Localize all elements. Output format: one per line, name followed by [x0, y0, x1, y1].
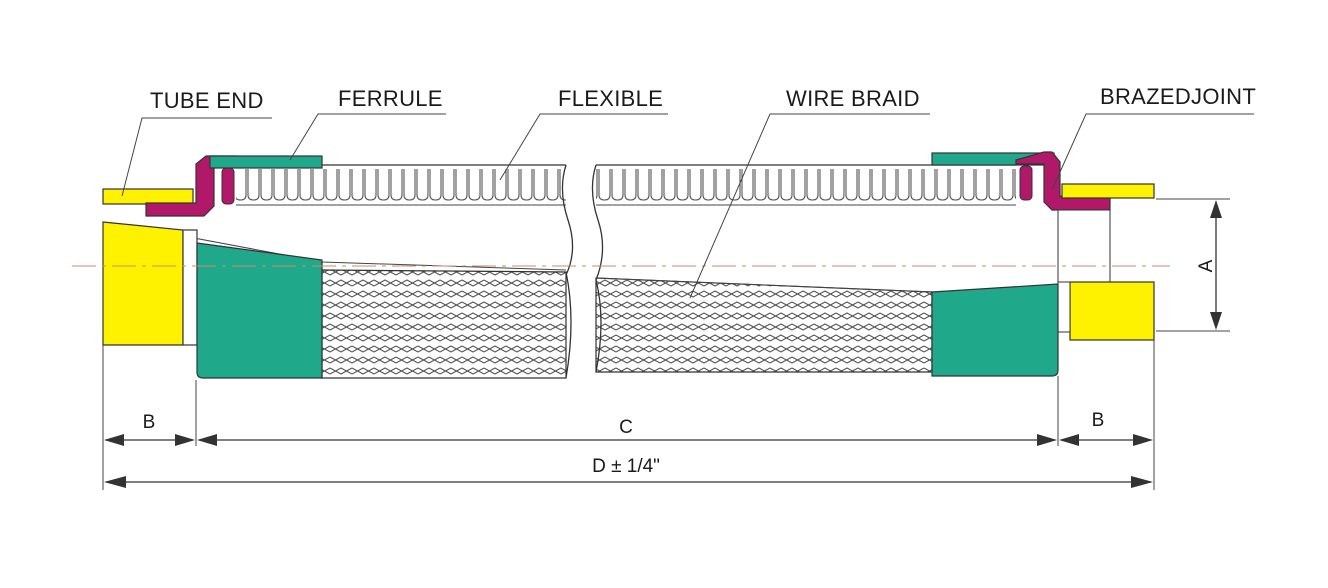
leader-wire-braid — [689, 113, 930, 299]
ferrule-right-bottom — [931, 283, 1059, 377]
dimension-b-left: B — [104, 412, 195, 446]
label-ferrule: FERRULE — [338, 86, 443, 111]
label-wire-braid: WIRE BRAID — [786, 86, 920, 111]
left-end-fitting — [102, 155, 323, 379]
tube-end-left-bottom — [102, 221, 184, 346]
corrugation-right — [596, 165, 1016, 205]
dim-c-arrow-l — [197, 434, 217, 446]
extension-lines — [102, 340, 1155, 490]
ferrule-left-top — [209, 155, 323, 169]
dimension-c: C — [197, 417, 1057, 446]
corrugation-left — [236, 165, 566, 205]
dimension-a: A — [1156, 198, 1230, 332]
dim-c-text: C — [619, 417, 633, 438]
dim-a-text: A — [1196, 259, 1217, 272]
braid-left — [321, 269, 567, 379]
break-line-right-bottom — [595, 279, 602, 373]
tube-end-left-top — [102, 188, 194, 205]
tube-end-right-bottom — [1069, 281, 1155, 341]
dim-b-right-arrow-l — [1059, 434, 1079, 446]
dim-b-right-text: B — [1092, 410, 1105, 431]
break-line-left-top — [561, 164, 574, 276]
dim-a-arrow-top — [1210, 200, 1222, 218]
taper-line-right — [595, 277, 933, 293]
leader-brazed-joint — [1051, 113, 1254, 191]
tube-inner-right — [1057, 209, 1111, 283]
dim-b-right-arrow-r — [1133, 434, 1153, 446]
dim-b-left-arrow-l — [104, 434, 124, 446]
dim-b-left-arrow-r — [175, 434, 195, 446]
flexible-hose — [236, 164, 1016, 206]
ferrule-left-bottom — [196, 242, 323, 379]
leader-tube-end — [121, 117, 272, 197]
dim-d-arrow-r — [1131, 476, 1153, 488]
break-line-right-top — [591, 164, 604, 281]
dim-a-arrow-bottom — [1210, 312, 1222, 330]
dimension-d: D ± 1/4" — [104, 456, 1153, 488]
label-flexible: FLEXIBLE — [558, 86, 663, 111]
brazed-joint-right-ring — [1019, 165, 1033, 201]
dim-d-arrow-l — [104, 476, 126, 488]
leader-flexible — [499, 113, 668, 181]
leader-lines — [121, 113, 1254, 299]
right-end-fitting — [931, 151, 1155, 377]
tube-inner-left — [182, 229, 198, 346]
dimension-b-right: B — [1059, 410, 1153, 446]
dim-b-left-text: B — [143, 412, 156, 433]
leader-ferrule — [289, 113, 446, 161]
label-brazed-joint: BRAZEDJOINT — [1100, 84, 1256, 109]
dim-d-text: D ± 1/4" — [592, 456, 660, 477]
brazed-joint-left-ring — [221, 167, 235, 205]
dim-c-arrow-r — [1037, 434, 1057, 446]
braid-right — [595, 277, 933, 373]
wire-braid — [321, 269, 933, 379]
label-tube-end: TUBE END — [150, 88, 264, 113]
break-line-left-bottom — [565, 271, 572, 379]
tube-step-right — [1057, 281, 1071, 333]
tube-end-right-top — [1061, 183, 1155, 199]
